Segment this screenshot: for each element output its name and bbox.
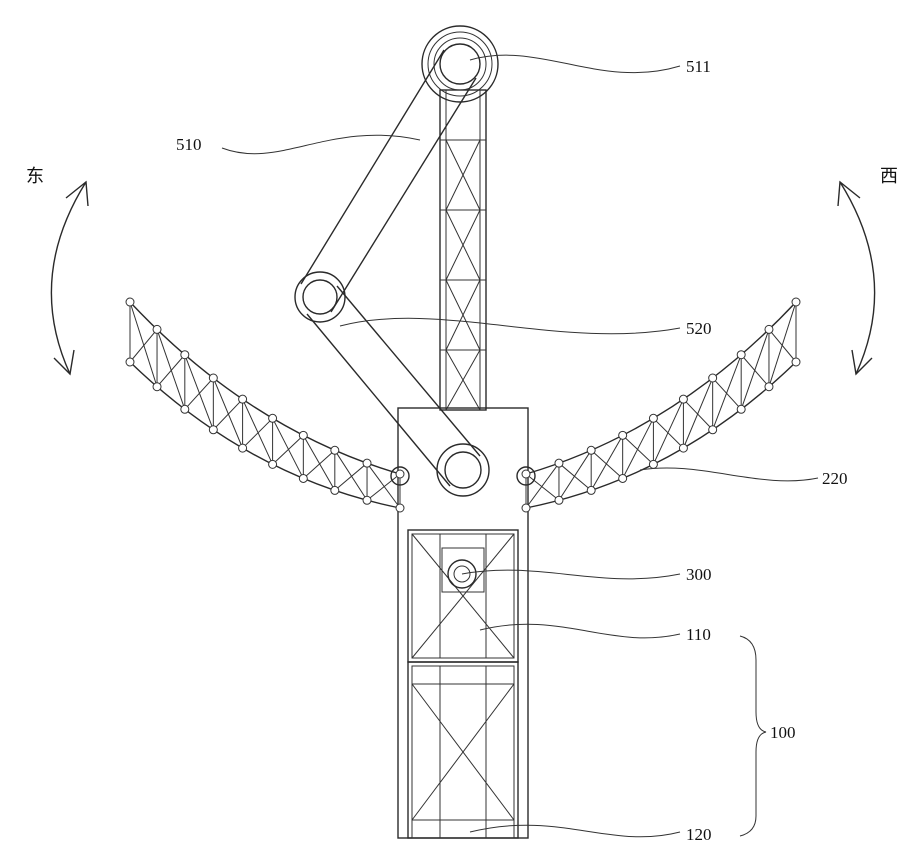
truss-west-brace [741,329,769,409]
truss-east-node [363,459,371,467]
elbow-joint [295,272,345,322]
truss-west-node [709,374,717,382]
label-east: 东 [26,166,44,187]
truss-east-node [126,358,134,366]
rotation-arrow-west [838,182,875,374]
truss-east-brace [213,399,242,430]
truss-west-brace [683,399,712,430]
truss-west-node [555,496,563,504]
truss-east-brace [273,435,304,464]
truss-east-node [239,395,247,403]
truss-west-node [522,504,530,512]
truss-west-node [792,298,800,306]
truss-east-brace [243,418,273,448]
truss-east-node [299,431,307,439]
truss-west-brace [741,355,769,387]
truss-east-node [209,374,217,382]
truss-east-node [269,460,277,468]
truss-east-node [299,474,307,482]
truss-west-node [679,444,687,452]
truss-east-node [126,298,134,306]
truss-east-node [153,325,161,333]
label-120: 120 [686,825,712,844]
truss-east-brace [367,474,400,500]
label-300: 300 [686,565,712,584]
truss-west-brace [713,378,742,409]
label-west: 西 [880,166,898,187]
truss-west-node [649,414,657,422]
truss-west-node [792,358,800,366]
truss-east-node [363,496,371,504]
truss-west-brace [559,463,591,490]
truss-west-node [709,426,717,434]
truss-west-node [619,474,627,482]
truss-west-node [649,460,657,468]
truss-220 [517,298,800,512]
truss-west-node [619,431,627,439]
label-220: 220 [822,469,848,488]
truss-east-brace [335,463,367,490]
label-520: 520 [686,319,712,338]
truss-west-node [522,470,530,478]
rotation-arrow-east [51,182,88,374]
truss-east-brace [185,378,214,409]
truss-east-node [396,470,404,478]
truss-west-brace [653,418,683,448]
truss-east-node [239,444,247,452]
label-510: 510 [176,135,202,154]
truss-east-node [181,405,189,413]
truss-east [126,298,409,512]
truss-west-node [765,383,773,391]
truss-west-node [679,395,687,403]
truss-east-node [153,383,161,391]
label-100: 100 [770,723,796,742]
truss-east-node [396,504,404,512]
truss-west-node [555,459,563,467]
truss-east-brace [157,329,185,409]
truss-west-brace [591,450,622,478]
truss-west-brace [526,474,559,500]
label-511: 511 [686,57,711,76]
label-110: 110 [686,625,711,644]
base-column [398,408,528,838]
truss-east-node [269,414,277,422]
truss-west-node [737,351,745,359]
truss-west-node [587,446,595,454]
truss-west-brace [769,329,796,362]
truss-west-node [587,486,595,494]
truss-east-brace [130,329,157,362]
truss-west-node [737,405,745,413]
truss-east-brace [303,450,334,478]
tower-mast [440,90,486,410]
truss-east-brace [157,355,185,387]
leader-lines [222,55,818,837]
truss-east-node [331,486,339,494]
truss-east-node [181,351,189,359]
truss-east-node [209,426,217,434]
truss-east-node [331,446,339,454]
truss-west-node [765,325,773,333]
truss-west-brace [623,435,654,464]
